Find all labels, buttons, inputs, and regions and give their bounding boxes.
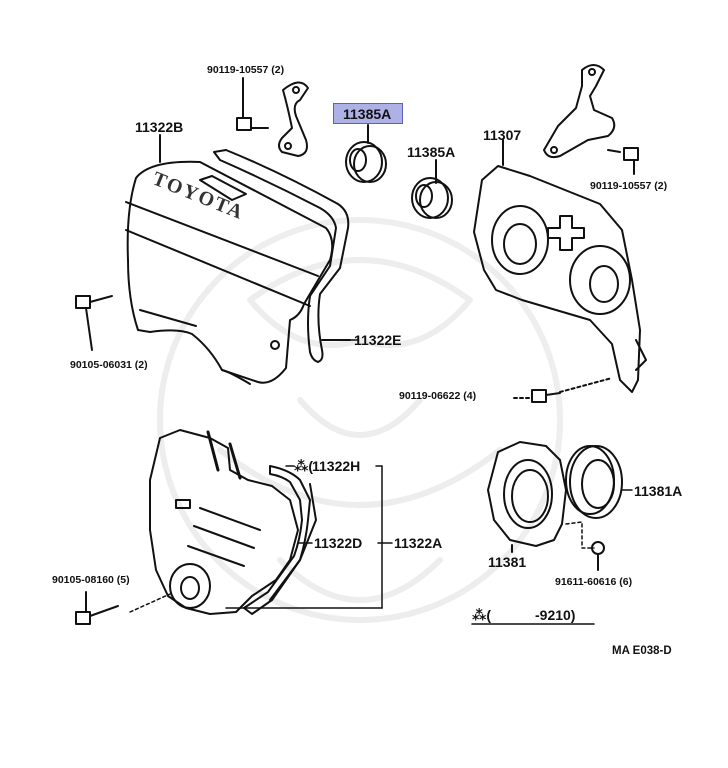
bracket-icon — [543, 64, 616, 159]
part-label-11381[interactable]: 11381 — [488, 554, 527, 570]
oil-seal-icon — [411, 159, 453, 219]
note-range: -9210) — [535, 607, 576, 623]
upper-timing-cover-icon — [125, 134, 334, 385]
bracket-icon — [278, 81, 309, 157]
part-label-11322b[interactable]: 11322B — [135, 119, 184, 135]
part-label-11307[interactable]: 11307 — [483, 127, 522, 143]
rear-oil-seal-icon — [565, 445, 633, 519]
nut-icon — [591, 541, 605, 571]
part-label-11322h[interactable]: 11322H — [312, 458, 361, 474]
part-label-91611-60616[interactable]: 91611-60616 (6) — [555, 576, 633, 588]
lower-timing-cover-icon — [149, 429, 299, 615]
part-label-11381a[interactable]: 11381A — [634, 483, 683, 499]
part-label-90105-08160[interactable]: 90105-08160 (5) — [52, 574, 130, 586]
leader-lines — [129, 339, 393, 613]
bolt-icon — [513, 377, 613, 403]
part-label-11322e[interactable]: 11322E — [354, 332, 402, 348]
part-label-11385a-selected[interactable]: 11385A — [343, 106, 392, 122]
oil-seal-icon — [345, 124, 387, 183]
part-label-90119-10557-top[interactable]: 90119-10557 (2) — [207, 64, 285, 76]
part-label-90119-10557-right[interactable]: 90119-10557 (2) — [590, 180, 668, 192]
timing-rear-plate-icon — [473, 139, 647, 393]
bolt-icon — [236, 77, 269, 131]
diagram-code: MA E038-D — [612, 645, 672, 657]
selected-part-highlight — [333, 103, 403, 124]
bolt-icon — [75, 295, 113, 351]
part-label-11322d[interactable]: 11322D — [314, 535, 363, 551]
note-symbol: ⁂( — [294, 458, 313, 474]
part-label-90105-06031[interactable]: 90105-06031 (2) — [70, 359, 148, 371]
part-label-90119-06622[interactable]: 90119-06622 (4) — [399, 390, 477, 402]
bolt-icon — [607, 147, 639, 175]
part-label-11322a[interactable]: 11322A — [394, 535, 443, 551]
seal-retainer-icon — [487, 441, 595, 553]
bolt-icon — [75, 591, 119, 625]
part-label-11385a[interactable]: 11385A — [407, 144, 456, 160]
note-symbol: ⁂( — [472, 607, 491, 623]
